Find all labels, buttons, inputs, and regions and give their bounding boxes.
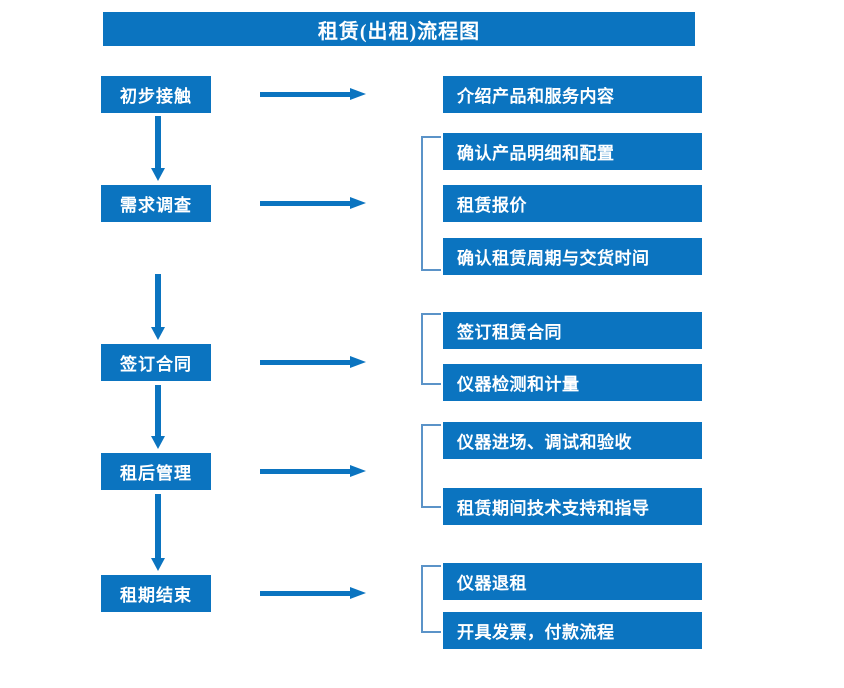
detail-box-6[interactable]: 仪器检测和计量	[443, 364, 702, 401]
vertical-arrow-4-to-5	[150, 494, 166, 571]
vertical-arrow-2-to-3	[150, 274, 166, 340]
detail-box-3[interactable]: 租赁报价	[443, 185, 702, 222]
horizontal-arrow-5	[260, 585, 368, 601]
group-bracket-requirements	[421, 136, 441, 271]
vertical-arrow-1-to-2	[150, 116, 166, 181]
horizontal-arrow-4	[260, 463, 368, 479]
group-bracket-termination	[421, 565, 441, 633]
group-bracket-management	[421, 424, 441, 508]
stage-box-3[interactable]: 签订合同	[101, 344, 211, 381]
group-bracket-contract	[421, 313, 441, 385]
diagram-title: 租赁(出租)流程图	[103, 12, 695, 46]
horizontal-arrow-1	[260, 86, 368, 102]
horizontal-arrow-3	[260, 354, 368, 370]
detail-box-5[interactable]: 签订租赁合同	[443, 312, 702, 349]
stage-box-1[interactable]: 初步接触	[101, 76, 211, 113]
detail-box-2[interactable]: 确认产品明细和配置	[443, 133, 702, 170]
detail-box-4[interactable]: 确认租赁周期与交货时间	[443, 238, 702, 275]
detail-box-8[interactable]: 租赁期间技术支持和指导	[443, 488, 702, 525]
detail-box-10[interactable]: 开具发票，付款流程	[443, 612, 702, 649]
detail-box-1[interactable]: 介绍产品和服务内容	[443, 76, 702, 113]
stage-box-4[interactable]: 租后管理	[101, 453, 211, 490]
stage-box-5[interactable]: 租期结束	[101, 575, 211, 612]
stage-box-2[interactable]: 需求调查	[101, 185, 211, 222]
detail-box-9[interactable]: 仪器退租	[443, 563, 702, 600]
vertical-arrow-3-to-4	[150, 385, 166, 449]
horizontal-arrow-2	[260, 195, 368, 211]
detail-box-7[interactable]: 仪器进场、调试和验收	[443, 422, 702, 459]
